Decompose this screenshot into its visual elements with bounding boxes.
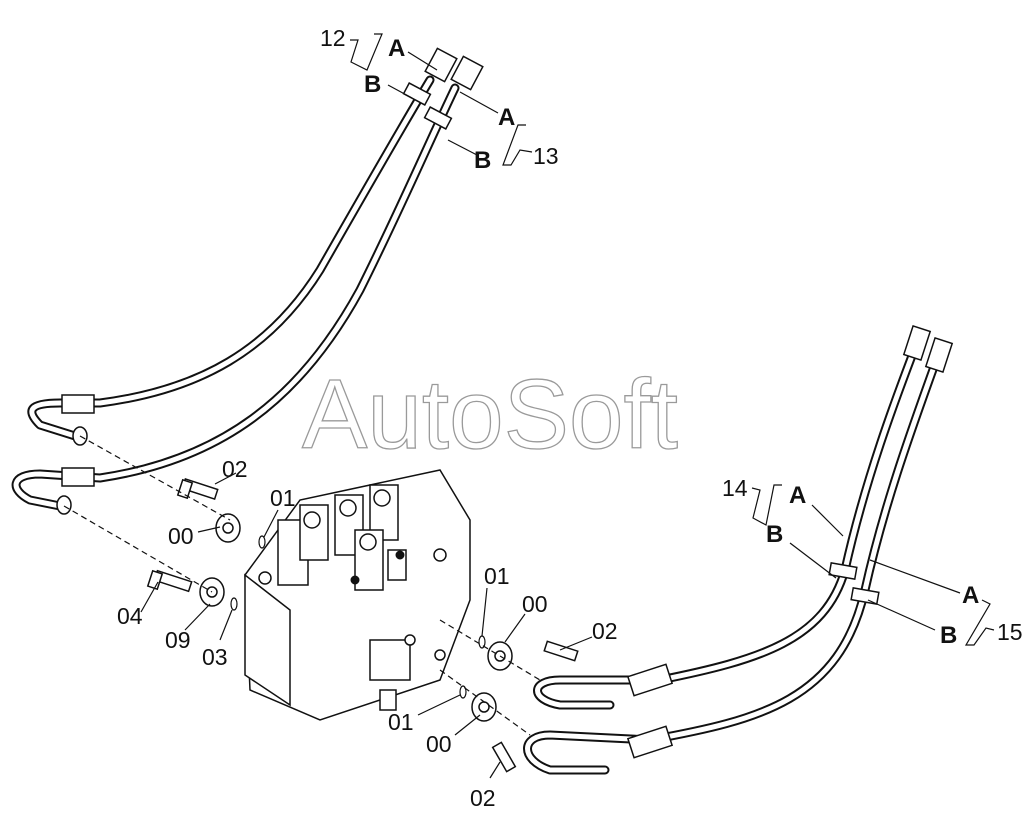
part-00-bottom-label: 00 — [426, 731, 452, 757]
hose-15-end-a: A — [962, 582, 979, 609]
bolt-02-right — [543, 640, 579, 662]
hose-14-crimp — [626, 663, 674, 697]
part-02-right-label: 02 — [592, 618, 618, 644]
part-02-top-label: 02 — [222, 456, 248, 482]
callout-leaders — [140, 33, 995, 779]
part-03-label: 03 — [202, 644, 228, 670]
hose-12-end-a: A — [388, 35, 405, 62]
control-valve-block — [244, 469, 471, 721]
callout-hose-12: 12 A B — [320, 25, 405, 98]
hose-14 — [533, 335, 923, 710]
flange-00-right — [487, 641, 513, 671]
hose-15-end-b: B — [940, 622, 957, 649]
hose-14-end-fitting — [828, 325, 932, 581]
hose-14-number: 14 — [722, 475, 748, 501]
part-00-top-label: 00 — [168, 523, 194, 549]
hose-13-end-a: A — [498, 104, 515, 131]
part-04-label: 04 — [117, 603, 143, 629]
oring-01-bottom — [459, 685, 467, 699]
watermark: AutoSoft — [302, 359, 678, 469]
hose-14-end-b: B — [766, 521, 783, 548]
hose-15-end-fitting — [850, 337, 954, 606]
part-09-label: 09 — [165, 627, 191, 653]
hose-15 — [523, 345, 945, 775]
hose-12-end-b: B — [364, 71, 381, 98]
hose-13-end-fitting — [423, 55, 484, 130]
bolt-02-top — [176, 478, 219, 500]
bolt-02-bottom — [491, 741, 517, 773]
part-00-right-label: 00 — [522, 591, 548, 617]
part-01-right-label: 01 — [484, 563, 510, 589]
oring-01-top — [258, 535, 266, 549]
hose-12-elbow-fitting — [61, 394, 95, 446]
hose-13-elbow-fitting — [56, 467, 95, 515]
part-01-top-label: 01 — [270, 485, 296, 511]
hose-15-crimp — [626, 725, 674, 759]
hose-13-number: 13 — [533, 143, 559, 169]
part-callouts: 02 01 00 04 09 03 01 00 02 01 00 02 — [117, 456, 618, 811]
hose-13 — [11, 83, 460, 511]
part-01-bottom-label: 01 — [388, 709, 414, 735]
hose-12-end-fitting — [402, 47, 458, 106]
callout-hose-14: 14 A B — [722, 475, 806, 548]
alignment-lines — [63, 435, 541, 736]
oring-03 — [230, 597, 238, 611]
hose-12 — [27, 75, 435, 441]
flange-00-top — [215, 513, 241, 543]
flange-00-bottom — [471, 692, 497, 722]
flange-09 — [199, 577, 225, 607]
callout-hose-15: A B 15 — [940, 582, 1023, 649]
callout-hose-13: A B 13 — [474, 104, 559, 174]
bolt-04 — [146, 569, 193, 593]
hose-13-end-b: B — [474, 147, 491, 174]
hose-14-end-a: A — [789, 482, 806, 509]
hose-12-number: 12 — [320, 25, 346, 51]
part-02-bottom-label: 02 — [470, 785, 496, 811]
hose-15-number: 15 — [997, 619, 1023, 645]
